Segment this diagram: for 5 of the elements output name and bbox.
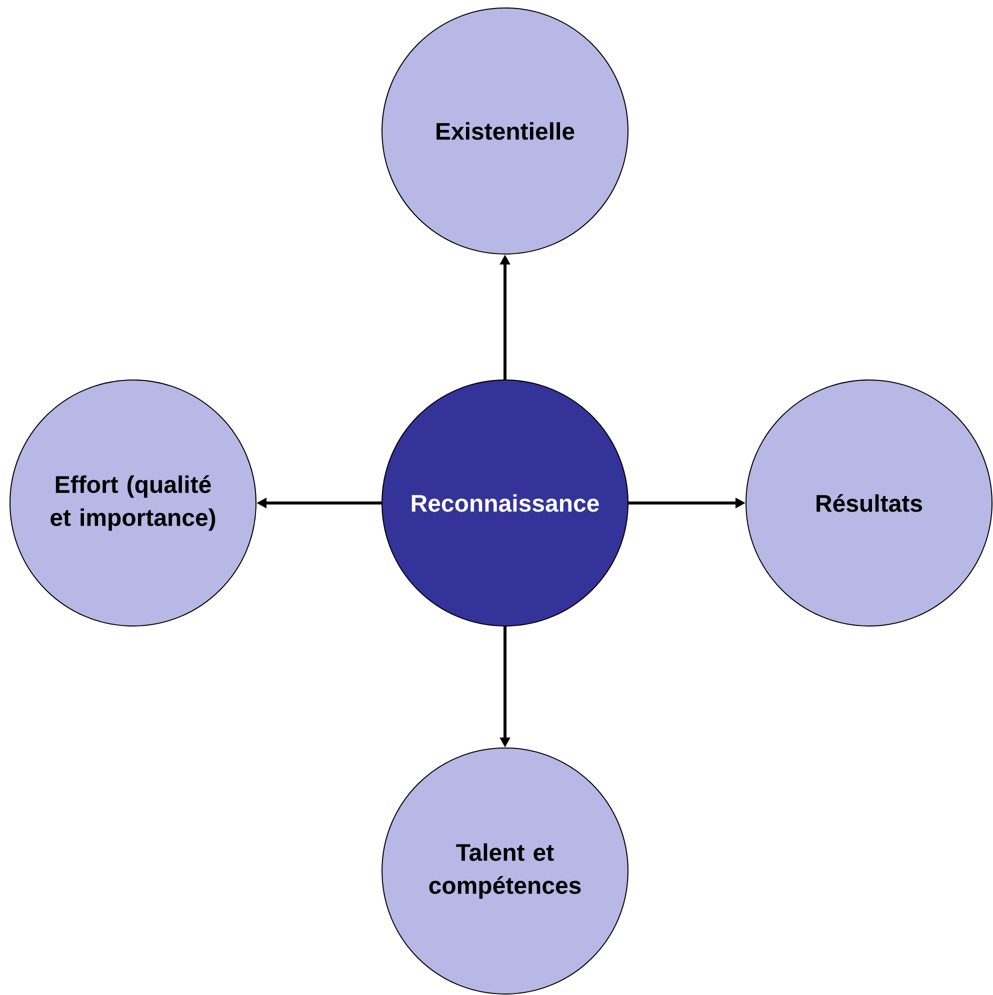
circle-node: Résultats bbox=[746, 380, 992, 626]
circle-node: Talent et compétences bbox=[382, 748, 628, 994]
circle-node: Existentielle bbox=[382, 8, 628, 254]
circle-node: Reconnaissance bbox=[382, 380, 628, 626]
circle-node: Effort (qualité et importance) bbox=[10, 380, 256, 626]
